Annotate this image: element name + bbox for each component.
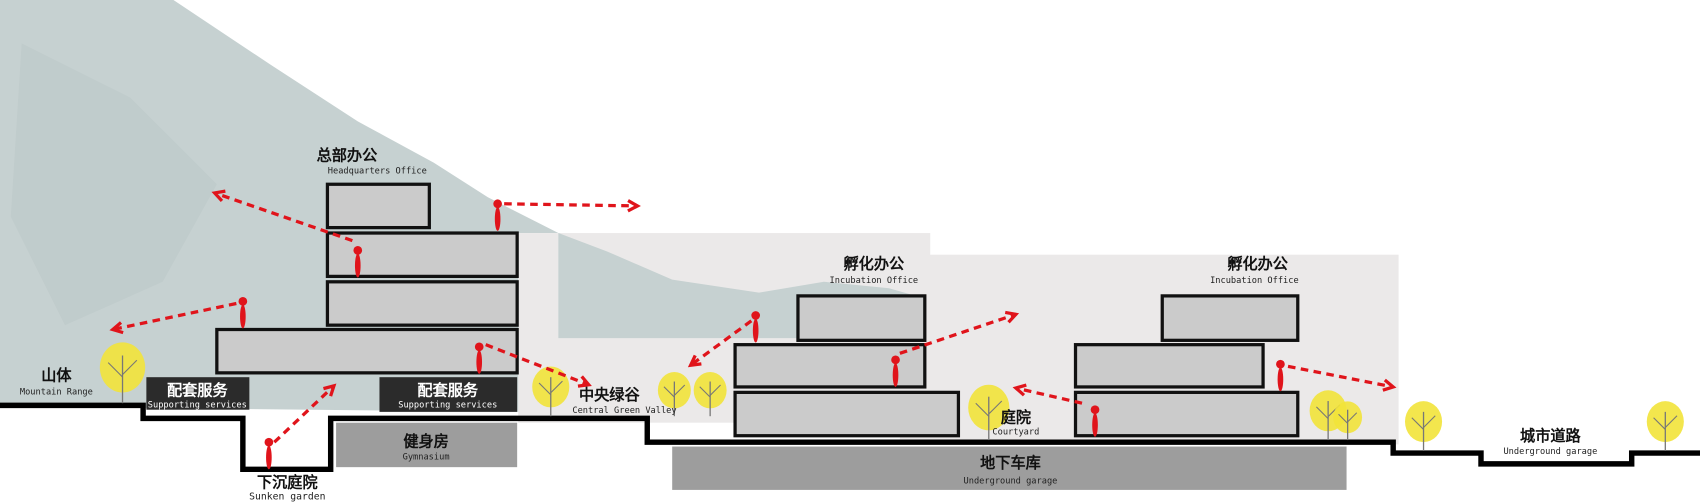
- sunken-label-cn: 下沉庭院: [257, 474, 318, 492]
- tree-icon: [657, 371, 691, 417]
- view-arrow-icon: [485, 343, 592, 388]
- tree-icon: [1646, 401, 1684, 451]
- view-arrow-icon: [687, 319, 753, 368]
- mountain-label-en: Mountain Range: [20, 388, 93, 398]
- view-arrow-icon: [1287, 364, 1397, 392]
- garage-label-cn: 地下车库: [980, 454, 1041, 472]
- hq-building: [215, 182, 519, 375]
- view-arrow-icon: [109, 301, 237, 335]
- tree-icon: [1404, 401, 1443, 451]
- view-arrow-icon: [211, 189, 353, 243]
- services-right-label-cn: 配套服务: [417, 382, 478, 400]
- tree-icon: [532, 366, 570, 417]
- tree-icon: [99, 342, 146, 404]
- mountain: [0, 0, 924, 412]
- incubation-building-1: [733, 294, 961, 438]
- incubation-2-label-cn: 孵化办公: [1227, 255, 1288, 273]
- services-box-right: [379, 377, 518, 412]
- person-icon: [751, 311, 761, 343]
- person-icon: [264, 437, 274, 470]
- hq-label-en: Headquarters Office: [328, 166, 427, 176]
- person-icon: [493, 199, 502, 231]
- person-icon: [1276, 359, 1285, 392]
- person-icon: [474, 342, 484, 374]
- gym-label-en: Gymnasium: [403, 453, 450, 463]
- valley-label-en: Central Green Valley: [572, 406, 676, 416]
- services-left-label-en: Supporting services: [148, 401, 247, 411]
- courtyard-label-cn: 庭院: [1001, 409, 1031, 427]
- courtyard-label-en: Courtyard: [992, 428, 1039, 438]
- tree-icon: [968, 384, 1010, 441]
- view-arrow-icon: [899, 310, 1020, 355]
- tree-icon: [693, 371, 727, 417]
- road-label-en: Underground garage: [1503, 447, 1597, 457]
- person-icon: [238, 296, 248, 329]
- person-icon: [1090, 405, 1100, 437]
- view-arrow-icon: [273, 383, 337, 444]
- view-arrow-icon: [504, 199, 641, 213]
- incubation-2-label-en: Incubation Office: [1210, 276, 1299, 286]
- incubation-building-2: [1073, 294, 1300, 438]
- services-left-label-cn: 配套服务: [167, 382, 228, 400]
- garage-label-en: Underground garage: [964, 476, 1058, 486]
- gymnasium: [336, 422, 518, 468]
- services-right-label-en: Supporting services: [398, 401, 497, 411]
- mountain-label-cn: 山体: [41, 366, 72, 384]
- incubation-1-label-en: Incubation Office: [830, 276, 919, 286]
- people: [238, 199, 1285, 470]
- hq-label-cn: 总部办公: [317, 146, 378, 164]
- view-arrow-icon: [1012, 383, 1083, 405]
- valley-label-cn: 中央绿谷: [579, 386, 640, 404]
- services-box-left: [146, 377, 250, 410]
- ground-line: [0, 402, 1700, 473]
- gym-label-cn: 健身房: [403, 433, 448, 451]
- underground-garage: [672, 446, 1347, 490]
- person-icon: [891, 355, 900, 387]
- view-arrows: [109, 189, 1397, 444]
- sunken-label-en: Sunken garden: [249, 492, 325, 503]
- mountain-shade: [10, 43, 217, 326]
- trees: [99, 342, 1684, 451]
- person-icon: [353, 246, 363, 278]
- tree-icon: [1333, 401, 1363, 441]
- incubation-1-label-cn: 孵化办公: [844, 255, 905, 273]
- road-label-cn: 城市道路: [1520, 427, 1581, 445]
